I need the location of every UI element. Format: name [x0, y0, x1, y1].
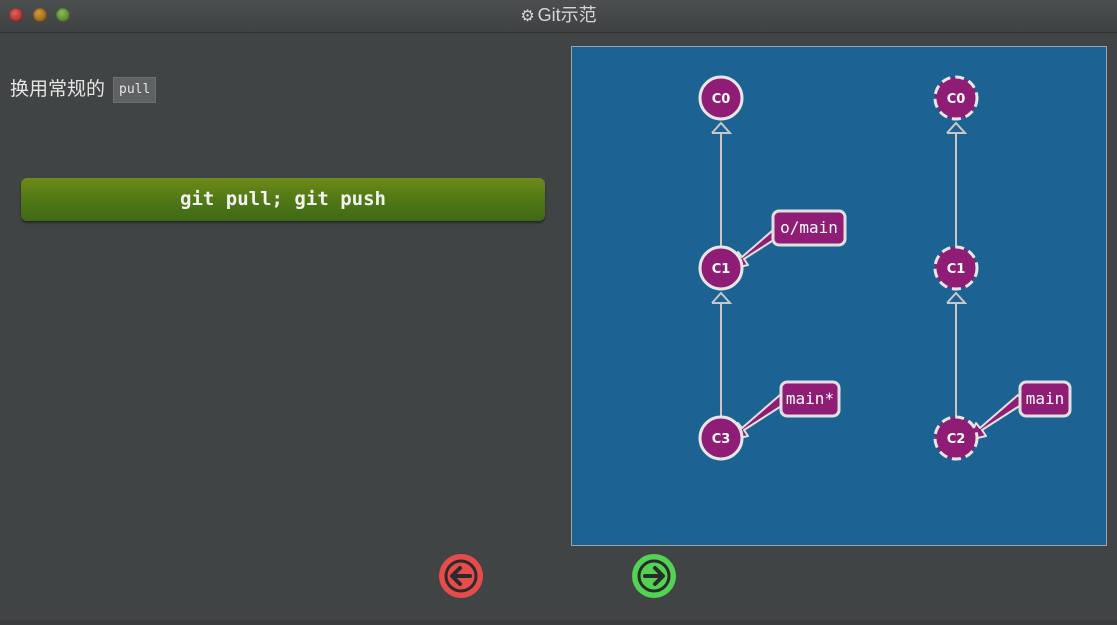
intro-text: 换用常规的 pull — [10, 76, 157, 103]
gear-icon[interactable]: ⚙ — [520, 8, 535, 25]
pull-code: pull — [113, 76, 157, 103]
commit-label: C1 — [712, 262, 731, 277]
remote-commit-node[interactable]: C0 — [933, 75, 979, 121]
remote-commit-label: C1 — [947, 262, 966, 277]
branch-label-o-main: o/main — [780, 218, 838, 237]
previous-button[interactable] — [439, 554, 483, 598]
branch-label-remote-main: main — [1026, 389, 1065, 408]
arrow-left-icon — [444, 559, 478, 593]
remote-commit-label: C2 — [947, 432, 966, 447]
commit-node[interactable]: C3 — [698, 415, 744, 461]
git-graph: o/main main* main C0 C1 C3 C0 — [698, 75, 1072, 461]
minimize-window-button[interactable] — [33, 8, 47, 22]
arrowhead-remote-c1 — [946, 291, 968, 304]
commit-label: C0 — [712, 92, 731, 107]
arrowhead-c1 — [711, 291, 733, 304]
remote-commit-label: C0 — [947, 92, 966, 107]
close-window-button[interactable] — [9, 8, 23, 22]
arrowhead-c0 — [711, 121, 733, 134]
command-button[interactable]: git pull; git push — [21, 178, 545, 221]
commit-label: C3 — [712, 432, 731, 447]
window-title: Git示范 — [537, 5, 597, 25]
git-visualization-canvas: o/main main* main C0 C1 C3 C0 — [571, 46, 1107, 546]
remote-commit-node[interactable]: C1 — [933, 245, 979, 291]
title-bar: ⚙Git示范 — [0, 0, 1117, 33]
commit-node[interactable]: C1 — [698, 245, 744, 291]
arrow-right-icon — [637, 559, 671, 593]
next-button[interactable] — [632, 554, 676, 598]
arrowhead-remote-c0 — [946, 121, 968, 134]
local-edges — [711, 121, 733, 416]
maximize-window-button[interactable] — [56, 8, 70, 22]
bottom-bar — [0, 620, 1117, 625]
branch-label-main-star: main* — [786, 389, 834, 408]
branch-arrow-remote-main: main — [968, 380, 1072, 441]
branch-arrow-main-star: main* — [730, 380, 841, 441]
remote-commit-node[interactable]: C2 — [933, 415, 979, 461]
window-title-wrap: ⚙Git示范 — [0, 4, 1117, 28]
branch-arrow-o-main: o/main — [730, 209, 847, 270]
commit-node[interactable]: C0 — [698, 75, 744, 121]
remote-edges — [946, 121, 968, 416]
intro-label: 换用常规的 — [10, 78, 106, 100]
